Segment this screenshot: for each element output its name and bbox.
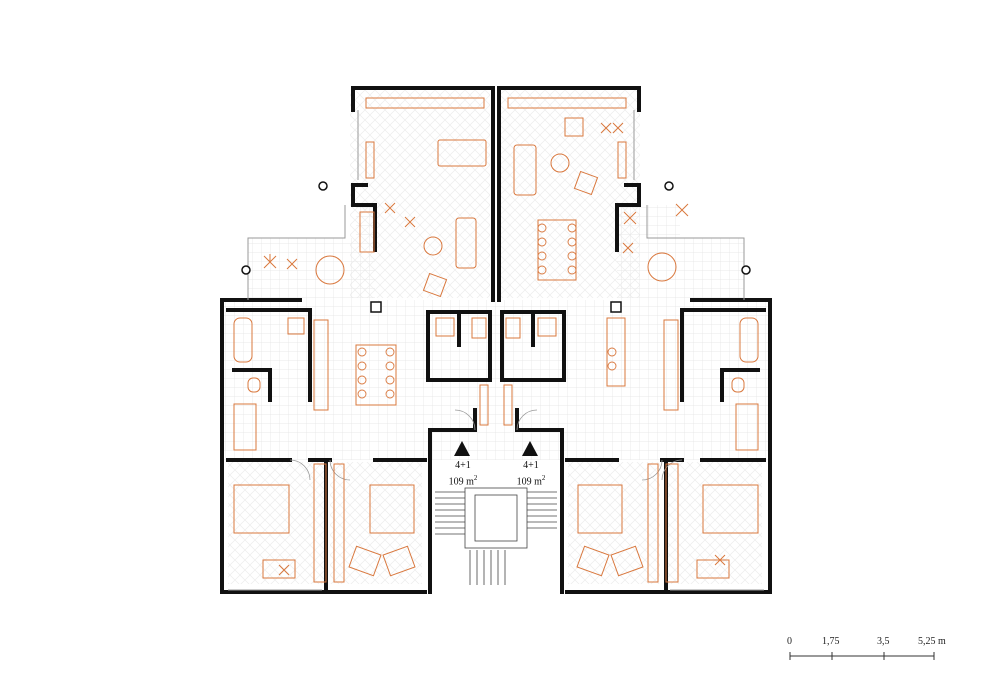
unit-label-right: 4+1 109 m2 — [511, 460, 551, 488]
unit-area: 109 m2 — [448, 474, 478, 488]
plants — [263, 122, 726, 576]
scale-label-3: 5,25 m — [918, 636, 946, 647]
doors — [289, 409, 683, 481]
scale-bar — [789, 652, 935, 660]
entrance-marker-right — [522, 441, 538, 456]
dining-chairs — [357, 223, 617, 399]
unit-label-left: 4+1 109 m2 — [443, 460, 483, 488]
staircase — [435, 487, 557, 585]
entrance-marker-left — [454, 441, 470, 456]
furniture — [233, 97, 759, 583]
scale-label-2: 3,5 — [877, 636, 890, 647]
unit-area: 109 m2 — [516, 474, 546, 488]
scale-label-1: 1,75 — [822, 636, 840, 647]
columns — [241, 181, 751, 313]
unit-type: 4+1 — [523, 460, 539, 471]
unit-type: 4+1 — [455, 460, 471, 471]
scale-label-0: 0 — [787, 636, 792, 647]
